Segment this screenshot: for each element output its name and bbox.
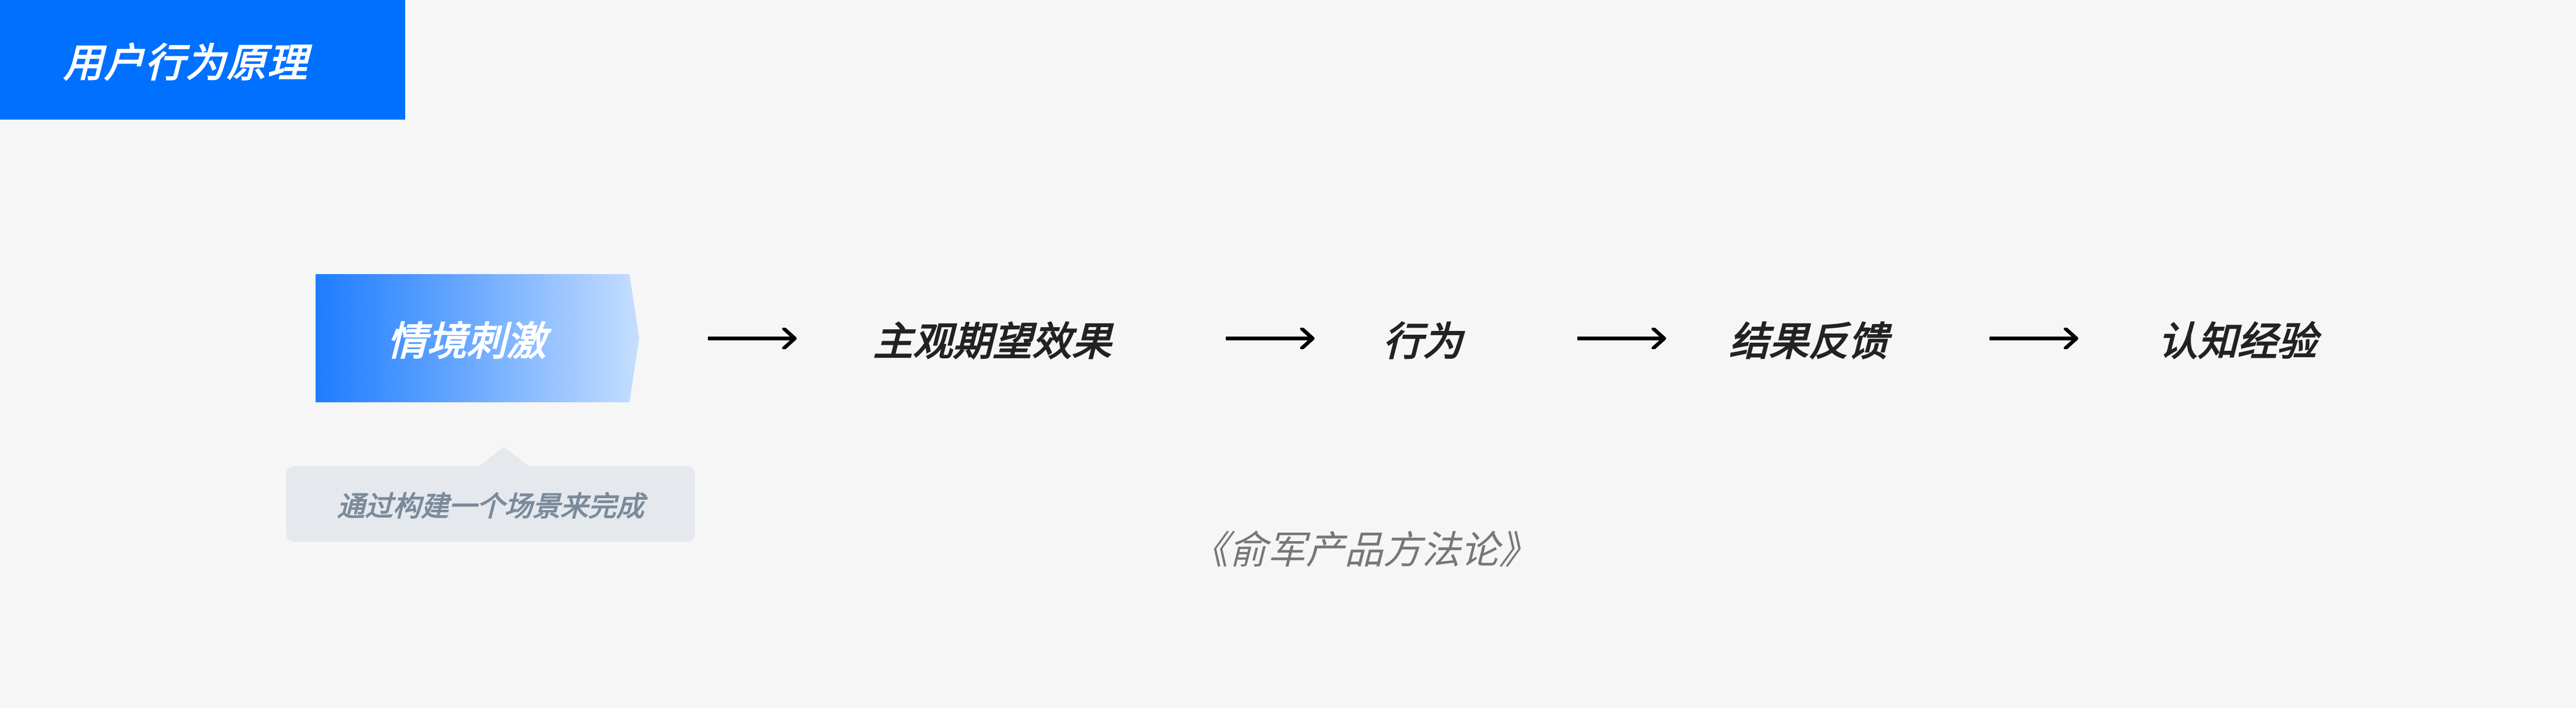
title-banner: 用户行为原理	[0, 0, 405, 120]
citation: 《俞军产品方法论》	[1189, 527, 1538, 573]
step-cognitive-experience: 认知经验	[2158, 319, 2317, 365]
step-behavior: 行为	[1383, 319, 1462, 365]
stimulus-tooltip: 通过构建一个场景来完成	[286, 447, 695, 542]
right-arrow-icon	[1226, 328, 1315, 349]
tooltip-text: 通过构建一个场景来完成	[336, 491, 644, 523]
page-title: 用户行为原理	[63, 40, 308, 86]
step-expected-effect: 主观期望效果	[873, 319, 1111, 365]
right-arrow-icon	[1577, 328, 1666, 349]
right-arrow-icon	[1989, 328, 2079, 349]
right-arrow-icon	[708, 328, 797, 349]
step-label: 情境刺激	[387, 319, 546, 365]
step-feedback: 结果反馈	[1729, 319, 1888, 365]
step-stimulus: 情境刺激	[316, 274, 639, 402]
